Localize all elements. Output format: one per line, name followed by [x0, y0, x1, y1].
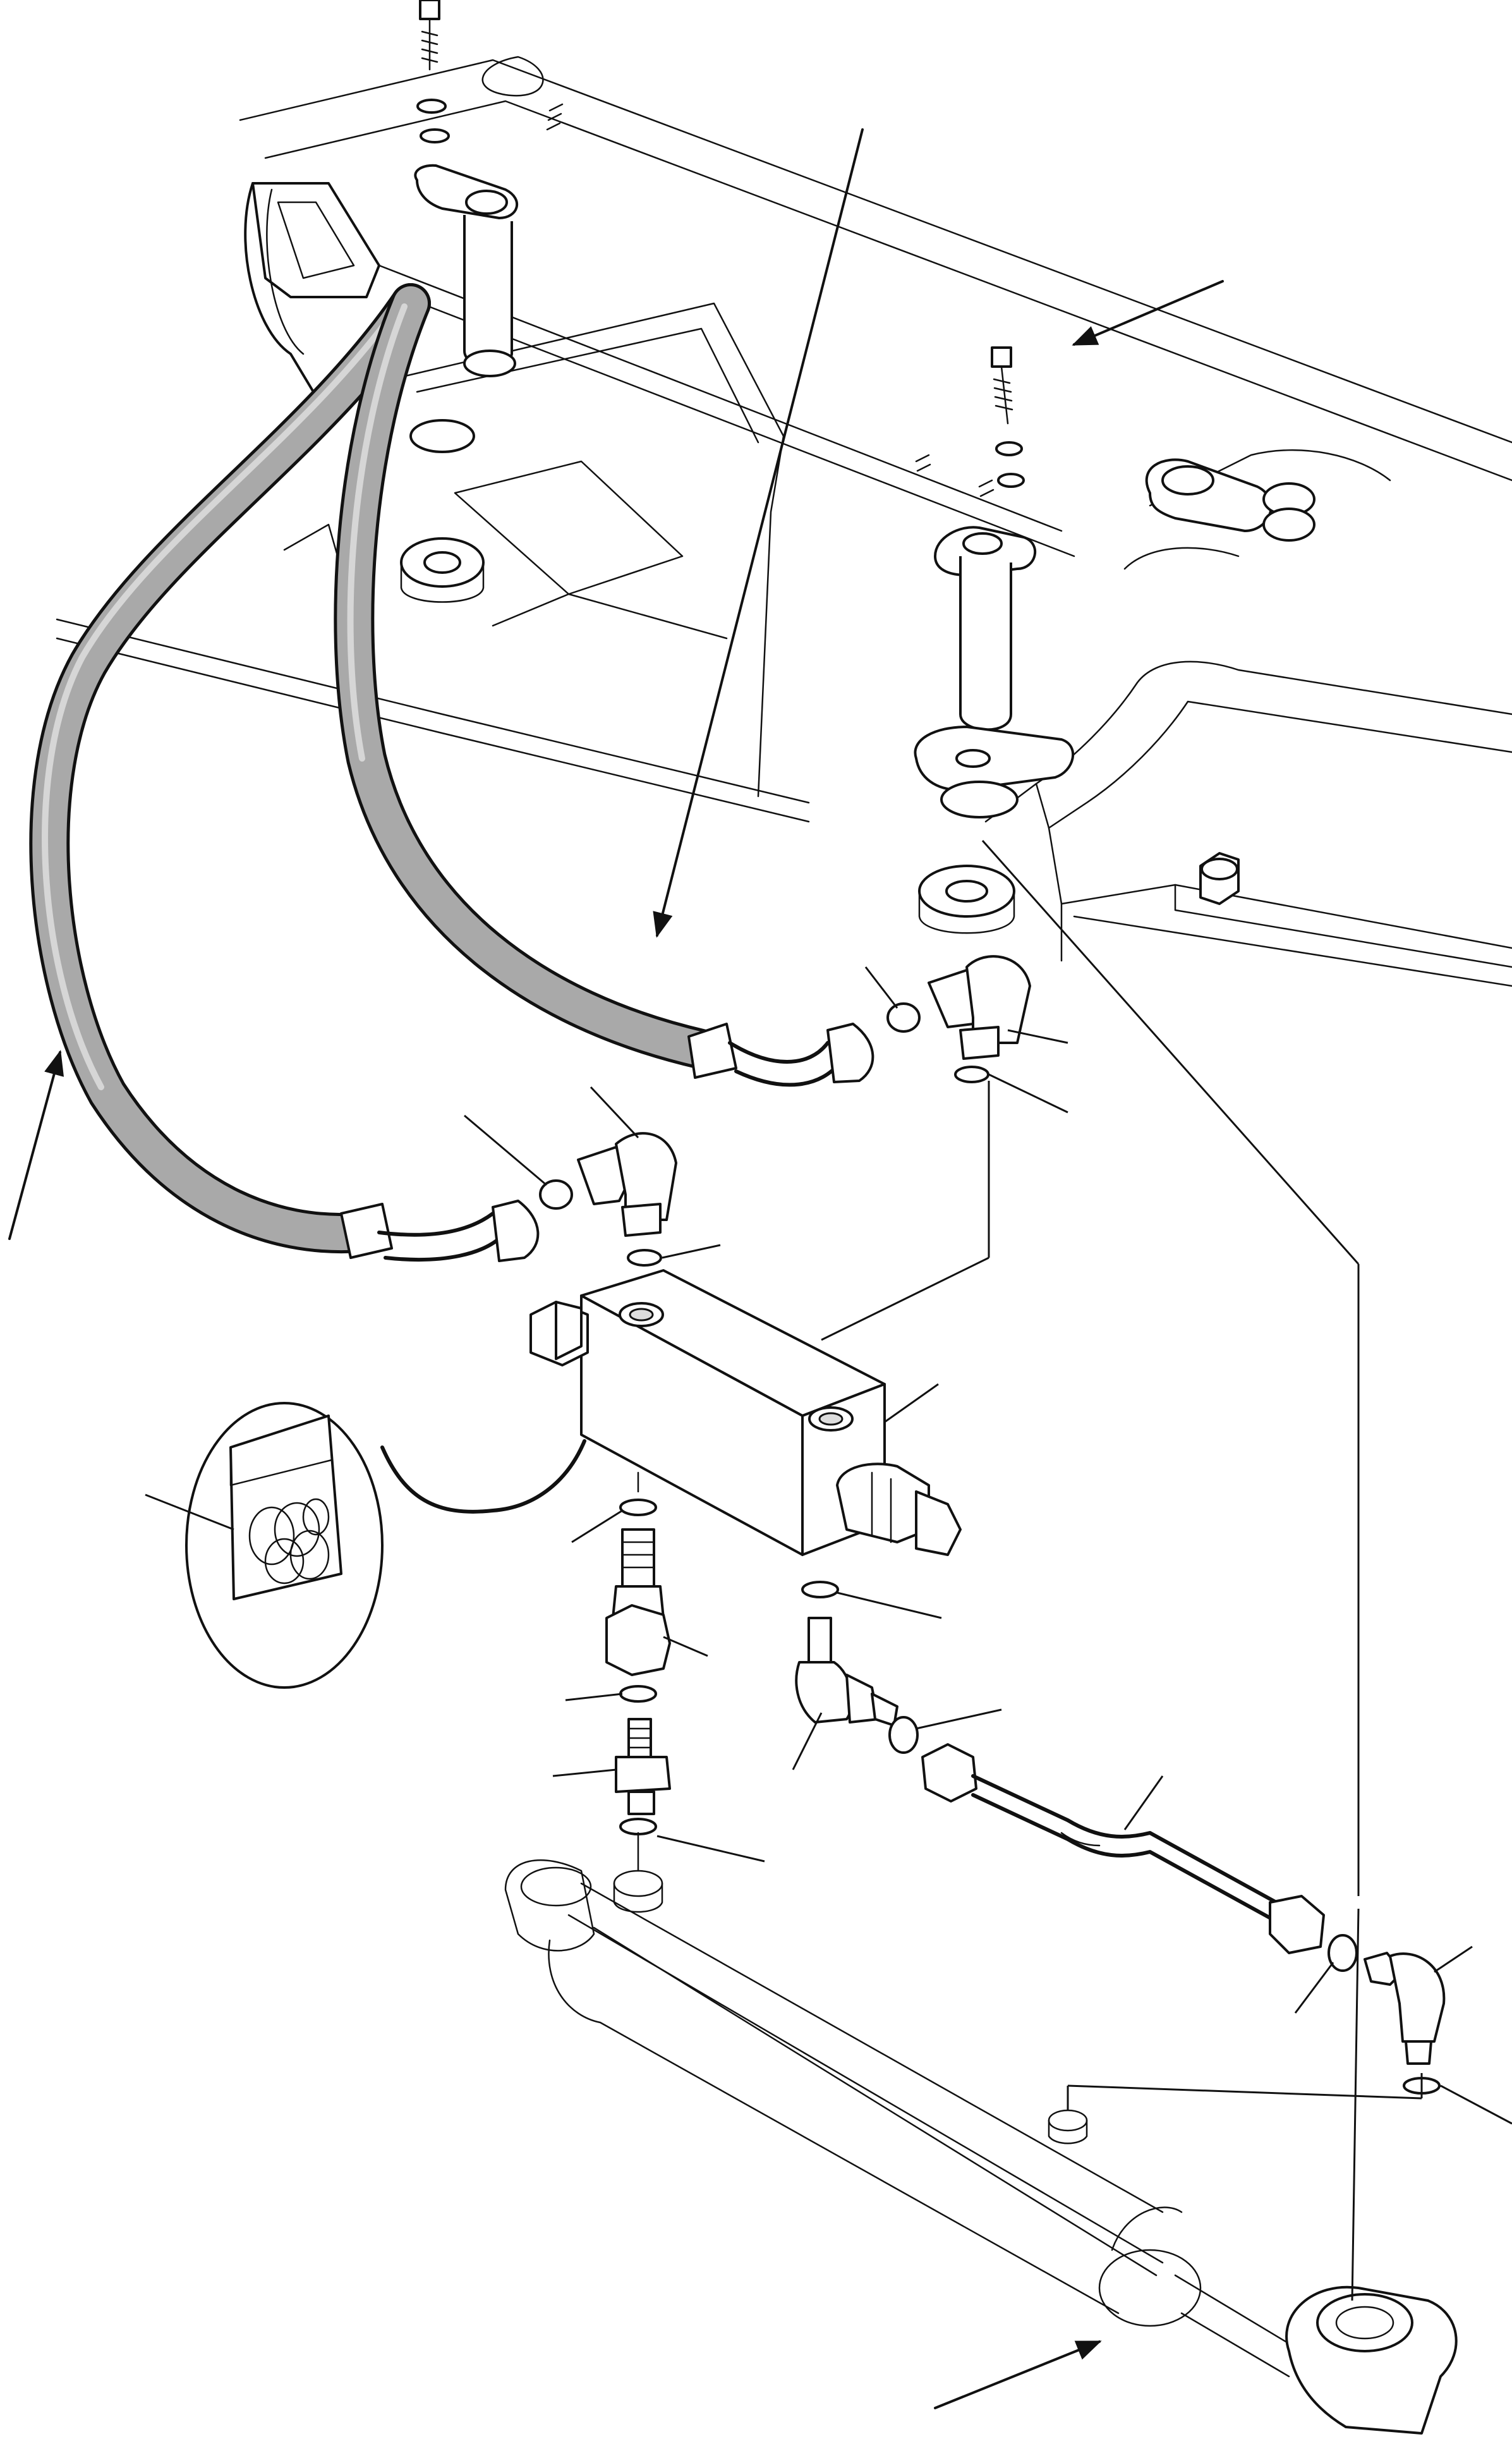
washer: [416, 99, 447, 114]
o-ring: [1328, 1934, 1358, 1972]
elbow-fitting: [1364, 1952, 1446, 2095]
view-arrows: [8, 128, 1224, 2409]
bolt: [419, 0, 440, 71]
view-arrow: [653, 128, 864, 938]
washer: [409, 419, 475, 453]
o-ring: [619, 1818, 657, 1835]
o-ring: [619, 1499, 657, 1516]
seal-kit: [185, 1402, 586, 1689]
o-ring: [627, 1249, 662, 1267]
left-pin-group: [400, 0, 564, 603]
steering-cylinder: [504, 1859, 1458, 2435]
elbow-fitting: [795, 1581, 898, 1727]
washer: [997, 473, 1025, 488]
right-pin-group: [914, 346, 1074, 934]
frame-structure: [56, 56, 1512, 987]
o-ring: [954, 1066, 989, 1083]
o-ring: [886, 1002, 921, 1033]
bolt: [991, 346, 1013, 425]
tube-assembly: [921, 1743, 1325, 1954]
o-ring: [539, 1179, 573, 1210]
hose-assembly: [29, 283, 874, 1262]
washer: [995, 441, 1023, 456]
pin: [914, 526, 1074, 791]
elbow-fitting: [539, 1132, 677, 1237]
pin: [414, 164, 519, 377]
washer: [940, 781, 1019, 818]
view-arrow: [1072, 280, 1224, 346]
valve-block: [529, 1269, 962, 1556]
view-arrow: [934, 2340, 1102, 2409]
elbow-fitting: [886, 955, 1031, 1083]
view-arrow: [8, 1050, 64, 1240]
o-ring: [801, 1581, 839, 1598]
washer: [420, 128, 450, 143]
o-ring: [619, 1685, 657, 1703]
connector-fitting: [605, 1499, 671, 1835]
o-ring: [888, 1716, 919, 1754]
